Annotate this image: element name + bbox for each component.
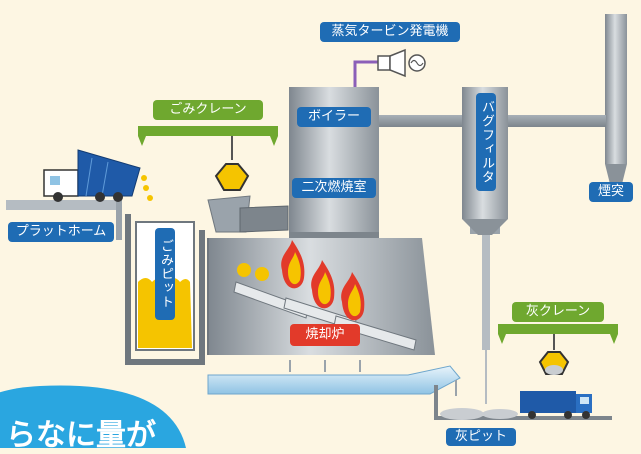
turbine-label: 蒸気タービン発電機 [320,22,460,42]
chimney [605,14,627,192]
ash-crane-label: 灰クレーン [512,302,604,322]
flames [237,240,365,321]
incinerator-label: 焼却炉 [290,324,360,346]
info-bubble [0,385,186,448]
bag-filter-label: バグフィルタ [476,93,496,191]
garbage-crane [138,126,278,191]
garbage-pit-label: ごみピット [155,228,175,320]
ash-truck [520,391,592,419]
ash-conveyor [207,360,461,395]
garbage-crane-label: ごみクレーン [153,100,263,120]
boiler-label: ボイラー [297,107,371,127]
ash-pit [434,346,612,420]
platform [6,200,122,240]
ash-pit-label: 灰ピット [446,428,516,446]
flue-ducts [378,115,606,350]
feed-hopper [207,195,289,233]
turbine-generator [353,48,426,87]
ash-crane [498,324,618,375]
secondary-chamber-label: 二次燃焼室 [292,178,376,198]
garbage-truck [43,149,153,202]
bubble-text: らなに量が [6,418,156,453]
platform-label: プラットホーム [8,222,114,242]
chimney-label: 煙突 [589,182,633,202]
